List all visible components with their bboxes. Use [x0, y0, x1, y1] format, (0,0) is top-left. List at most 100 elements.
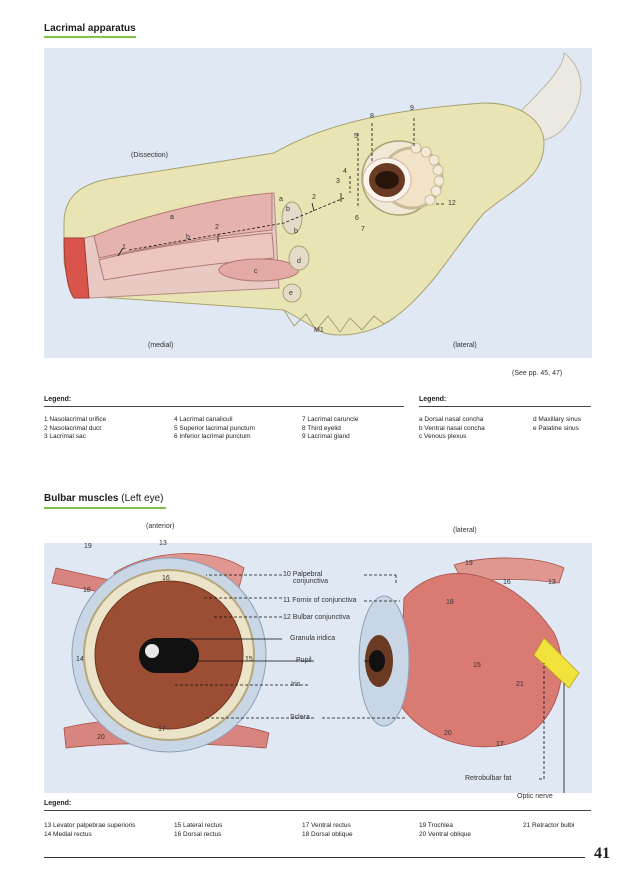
label-m1: M1 [314, 327, 324, 334]
label-fornix: 11 Fornix of conjunctiva [283, 597, 357, 604]
legend-item: a Dorsal nasal concha [419, 416, 484, 423]
label-9: 9 [410, 105, 414, 112]
anterior-label: (anterior) [146, 523, 175, 530]
optic-nerve-shape [533, 637, 580, 689]
sinus-shape [281, 201, 303, 235]
legend-column: 19 Trochlea 20 Ventral oblique [419, 822, 471, 839]
legend-item: 21 Retractor bulbi [523, 822, 575, 829]
legend-item: 16 Dorsal rectus [174, 830, 222, 838]
legend-item: 1 Nasolacrimal orifice [44, 416, 107, 423]
bulbar-illustration-panel [44, 543, 592, 797]
title-underline [44, 507, 166, 509]
skull-illustration [63, 51, 582, 336]
legend-heading: Legend: [44, 396, 72, 403]
label-bulbar-conjunctiva: 12 Bulbar conjunctiva [283, 614, 350, 621]
legend-heading: Legend: [44, 800, 72, 807]
lateral-label: (lateral) [453, 527, 477, 534]
section-title-bulbar: Bulbar muscles (Left eye) [44, 493, 164, 504]
label-7: 7 [361, 226, 365, 233]
legend-item: 13 Levator palpebrae superioris [44, 822, 136, 829]
label-d: d [297, 258, 301, 265]
label-a: a [279, 196, 283, 203]
legend-item: 14 Medial rectus [44, 830, 92, 838]
label-15: 15 [245, 656, 253, 663]
footer-rule [44, 857, 585, 858]
label-13: 13 [159, 540, 167, 547]
label-19: 19 [84, 543, 92, 550]
legend-item: 4 Lacrimal canaliculi [174, 416, 233, 423]
label-line: 10 Palpebral [283, 571, 323, 578]
title-underline [44, 36, 136, 38]
label-5: 5 [354, 133, 358, 140]
skull-shape [63, 102, 545, 336]
lacrimal-illustration-panel [44, 48, 592, 358]
legend-column: a Dorsal nasal concha b Ventral nasal co… [419, 416, 485, 442]
legend-item: 9 Lacrimal gland [302, 433, 350, 440]
legend-item: c Venous plexus [419, 433, 467, 440]
label-granula-iridica: Granula iridica [290, 635, 336, 642]
dissection-label: (Dissection) [131, 152, 168, 159]
legend-item: 2 Nasolacrimal duct [44, 424, 102, 432]
dorsal-concha-shape [93, 192, 273, 259]
ventral-concha-shape [98, 232, 275, 281]
legend-item: 7 Lacrimal caruncle [302, 416, 359, 423]
pupil-shape [375, 171, 399, 189]
label-pupil: Pupil [296, 657, 312, 664]
label-1: 1 [122, 244, 126, 251]
label-16: 16 [503, 579, 511, 586]
sinus-shape [288, 245, 310, 271]
nasolacrimal-duct-line [128, 197, 345, 251]
leader-line [311, 202, 315, 212]
section-title-lacrimal: Lacrimal apparatus [44, 23, 136, 34]
label-19: 19 [465, 560, 473, 567]
bulbar-title-text: Bulbar muscles [44, 493, 119, 504]
legend-item: e Palatine sinus [533, 424, 579, 432]
rectus-muscles-shape [398, 573, 563, 748]
teeth-shape [283, 309, 395, 333]
legend-column: 1 Nasolacrimal orifice 2 Nasolacrimal du… [44, 416, 106, 442]
label-retrobulbar-fat: Retrobulbar fat [465, 775, 512, 782]
label-sclera: Sclera [290, 714, 310, 721]
lacrimal-gland-shape [410, 142, 445, 206]
leader-line [117, 247, 124, 257]
bulbar-title-sub: (Left eye) [121, 493, 164, 504]
label-4: 4 [343, 168, 347, 175]
medial-label: (medial) [148, 342, 174, 349]
legend-rule [44, 810, 591, 811]
legend-column: 4 Lacrimal canaliculi 5 Superior lacrima… [174, 416, 255, 442]
label-palpebral-conjunctiva: 10 Palpebral conjunctiva [283, 571, 328, 585]
label-14: 14 [76, 656, 84, 663]
legend-rule [44, 406, 404, 407]
label-b: b [186, 234, 190, 241]
label-21: 21 [516, 681, 524, 688]
label-2: 2 [215, 224, 219, 231]
legend-column: 15 Lateral rectus 16 Dorsal rectus [174, 822, 222, 839]
label-18: 18 [446, 599, 454, 606]
label-17: 17 [158, 726, 166, 733]
label-a: a [170, 214, 174, 221]
label-12: 12 [448, 200, 456, 207]
label-e: e [289, 290, 293, 297]
legend-column: 17 Ventral rectus 18 Dorsal oblique [302, 822, 353, 839]
label-optic-nerve: Optic nerve [517, 793, 553, 800]
legend-item: 6 Inferior lacrimal punctum [174, 433, 251, 440]
label-6: 6 [355, 215, 359, 222]
label-15: 15 [473, 662, 481, 669]
legend-column: d Maxillary sinus e Palatine sinus [533, 416, 581, 433]
legend-item: 8 Third eyelid [302, 424, 341, 432]
highlight-shape [145, 644, 159, 658]
legend-item: 17 Ventral rectus [302, 822, 351, 829]
legend-rule [419, 406, 591, 407]
legend-item: 5 Superior lacrimal punctum [174, 424, 255, 432]
label-20: 20 [97, 734, 105, 741]
label-8: 8 [370, 113, 374, 120]
label-b: b [286, 206, 290, 213]
label-iris: Iris [291, 681, 301, 688]
legend-item: d Maxillary sinus [533, 416, 582, 423]
sinus-shape [282, 283, 302, 303]
eye-muscles-illustration [51, 553, 580, 797]
nostril-shape [63, 237, 90, 299]
legend-column: 7 Lacrimal caruncle 8 Third eyelid 9 Lac… [302, 416, 358, 442]
label-line: conjunctiva [293, 578, 329, 585]
label-2: 2 [312, 194, 316, 201]
